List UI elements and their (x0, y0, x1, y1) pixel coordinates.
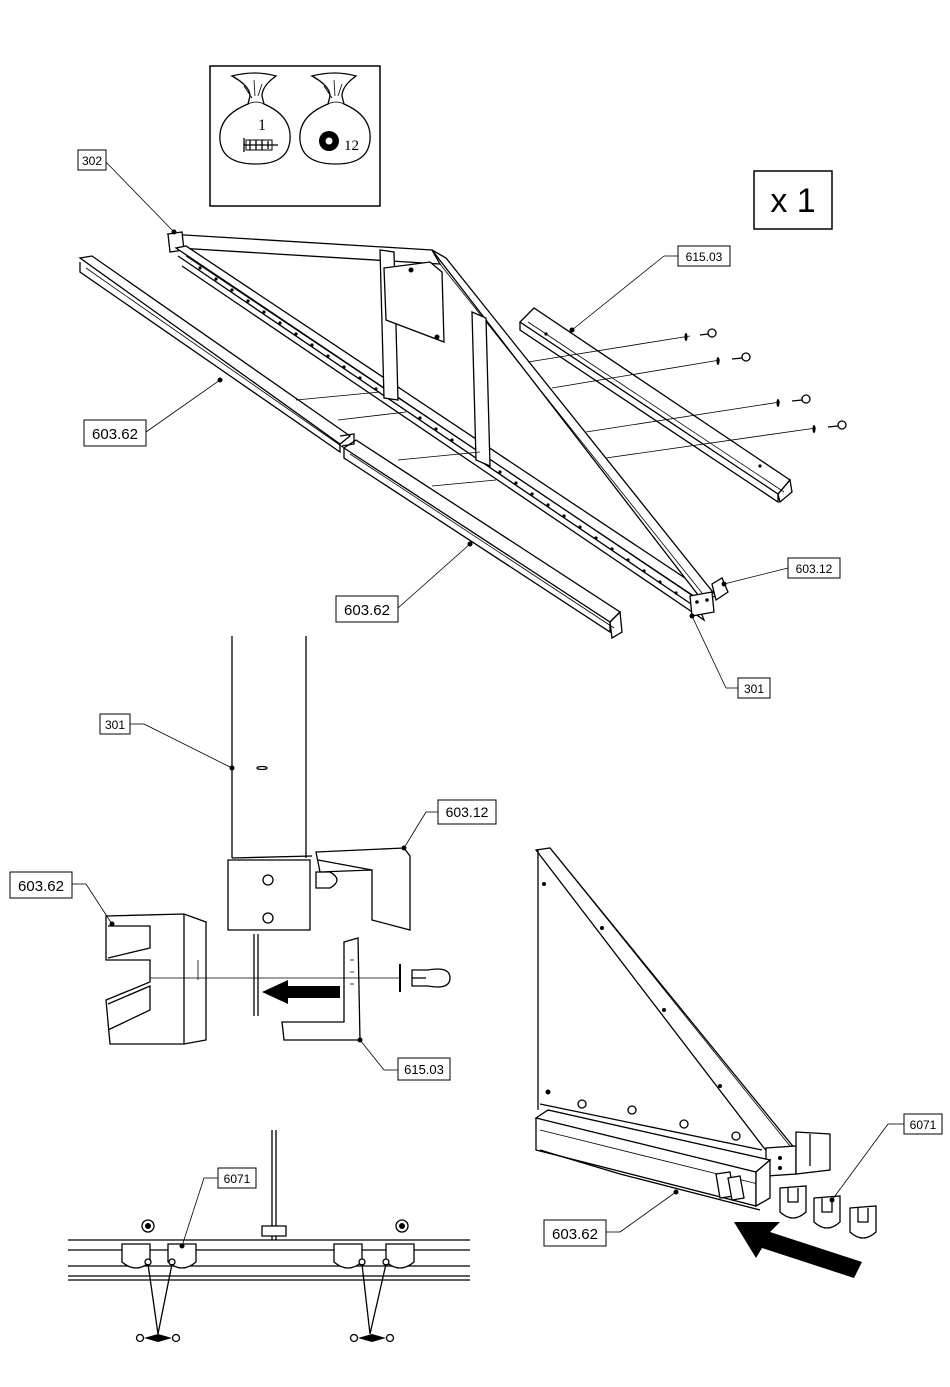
svg-text:301: 301 (744, 682, 764, 696)
roller-icon (814, 1196, 840, 1228)
screw-count: 1 (258, 117, 266, 134)
label-603-62-top-middle: 603.62 (336, 596, 398, 622)
bolt-icon (685, 329, 717, 341)
label-302: 302 (78, 150, 106, 170)
label-615-03-top: 615.03 (678, 246, 730, 266)
svg-text:603.62: 603.62 (18, 878, 64, 895)
roller-icon (780, 1186, 806, 1218)
washer-count: 12 (344, 138, 359, 154)
svg-text:615.03: 615.03 (404, 1062, 444, 1077)
label-301-detail: 301 (100, 714, 130, 734)
svg-text:603.62: 603.62 (92, 426, 138, 443)
bolt-icon (813, 421, 847, 433)
svg-text:6071: 6071 (224, 1172, 251, 1186)
detail-post-bracket (106, 636, 450, 1044)
svg-text:603.62: 603.62 (552, 1226, 598, 1243)
svg-text:603.12: 603.12 (796, 562, 833, 576)
svg-text:603.12: 603.12 (446, 804, 489, 820)
hardware-bag-panel: 1 12 (210, 66, 380, 206)
svg-text:301: 301 (105, 718, 125, 732)
svg-text:603.62: 603.62 (344, 602, 390, 619)
label-603-12-detail: 603.12 (438, 800, 496, 824)
svg-text:615.03: 615.03 (686, 250, 723, 264)
roller-icon (850, 1206, 876, 1238)
label-603-62-detail: 603.62 (10, 872, 72, 898)
svg-text:6071: 6071 (910, 1118, 937, 1132)
svg-text:302: 302 (82, 154, 102, 168)
truss-assembly (168, 232, 716, 620)
label-615-03-detail: 615.03 (398, 1058, 450, 1080)
detail-roller-channel (68, 1130, 470, 1342)
bolt-icon (717, 353, 751, 365)
label-603-62-top-left: 603.62 (84, 420, 146, 446)
label-6071-bottom-right: 6071 (904, 1114, 942, 1134)
detail-truss-end (536, 848, 904, 1278)
label-603-12-top: 603.12 (788, 558, 840, 578)
bolt-set (685, 329, 847, 433)
bolt-icon (777, 395, 811, 407)
label-6071-bottom-left: 6071 (218, 1168, 256, 1188)
quantity-label: x 1 (770, 182, 815, 220)
label-603-62-bottom-right: 603.62 (544, 1220, 606, 1246)
quantity-box: x 1 (754, 171, 832, 229)
label-301-top: 301 (738, 678, 770, 698)
